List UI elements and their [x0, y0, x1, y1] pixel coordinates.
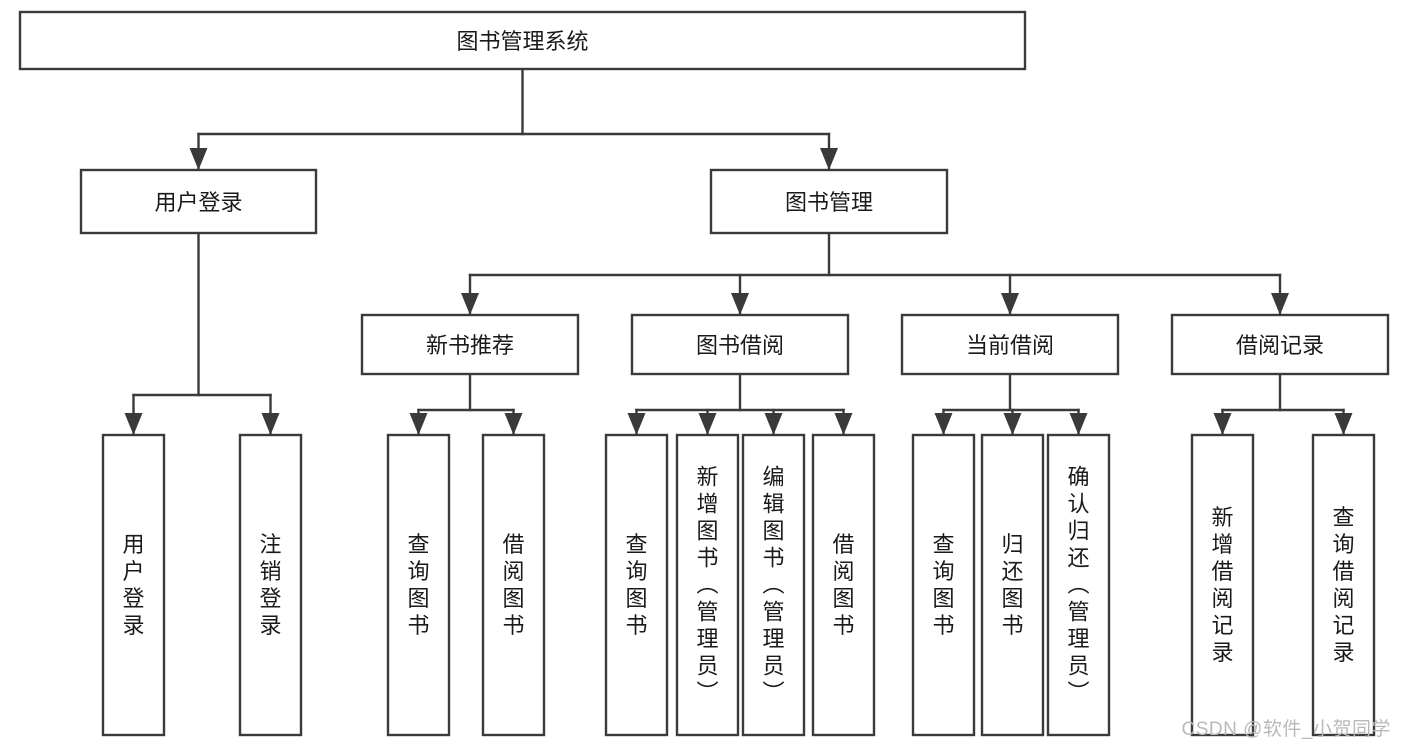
- node-box-borrow-book-borrow: [811, 433, 876, 737]
- node-box-add-borrow-record: [1190, 433, 1255, 737]
- node-box-user-logout-leaf: [238, 433, 303, 737]
- arrow-head-icon: [1213, 413, 1232, 435]
- node-query-book-borrow[interactable]: 查询图书: [604, 433, 669, 737]
- node-box-borrow-book-rec: [481, 433, 546, 737]
- arrow-head-icon: [461, 293, 479, 315]
- arrow-head-icon: [934, 413, 953, 435]
- arrow-head-icon: [1003, 413, 1022, 435]
- node-label-return-book: 归还图书: [1001, 532, 1023, 638]
- arrow-head-icon: [627, 413, 646, 435]
- node-box-new-book-recommend: [360, 313, 580, 376]
- node-borrow-book-rec[interactable]: 借阅图书: [481, 433, 546, 737]
- arrow-head-icon: [1069, 413, 1088, 435]
- node-label-borrow-book-borrow: 借阅图书: [832, 532, 854, 638]
- arrow-head-icon: [1271, 293, 1289, 315]
- node-box-query-borrow-record: [1311, 433, 1376, 737]
- node-label-query-book-rec: 查询图书: [407, 532, 429, 638]
- arrow-head-icon: [764, 413, 783, 435]
- arrow-head-icon: [504, 413, 523, 435]
- node-root[interactable]: 图书管理系统: [18, 10, 1027, 71]
- node-box-query-book-borrow: [604, 433, 669, 737]
- node-box-add-book-admin: [675, 433, 740, 737]
- arrow-head-icon: [1334, 413, 1353, 435]
- node-confirm-return-admin[interactable]: 确认归还（管理员）: [1046, 433, 1111, 737]
- node-box-user-login: [79, 168, 318, 235]
- node-box-book-management: [709, 168, 949, 235]
- node-box-user-login-leaf: [101, 433, 166, 737]
- node-query-book-rec[interactable]: 查询图书: [386, 433, 451, 737]
- node-label-new-book-recommend: 新书推荐: [426, 333, 514, 358]
- node-box-root: [18, 10, 1027, 71]
- watermark-text: CSDN @软件_小贺同学: [1181, 719, 1391, 740]
- node-label-add-book-admin: 新增图书（管理员）: [696, 465, 718, 706]
- node-book-borrow[interactable]: 图书借阅: [630, 313, 850, 376]
- arrow-head-icon: [731, 293, 749, 315]
- connector-layer: [124, 67, 1353, 435]
- node-label-query-borrow-record: 查询借阅记录: [1332, 505, 1354, 665]
- node-current-borrow[interactable]: 当前借阅: [900, 313, 1120, 376]
- node-label-query-book-current: 查询图书: [932, 532, 954, 638]
- node-query-book-current[interactable]: 查询图书: [911, 433, 976, 737]
- node-borrow-book-borrow[interactable]: 借阅图书: [811, 433, 876, 737]
- node-layer: 图书管理系统用户登录用户登录注销登录图书管理新书推荐查询图书借阅图书图书借阅查询…: [18, 10, 1390, 737]
- arrow-head-icon: [409, 413, 428, 435]
- node-label-borrow-book-rec: 借阅图书: [502, 532, 524, 638]
- arrow-head-icon: [261, 413, 280, 435]
- node-label-confirm-return-admin: 确认归还（管理员）: [1067, 465, 1089, 706]
- node-box-borrow-record: [1170, 313, 1390, 376]
- node-label-book-borrow: 图书借阅: [696, 333, 784, 358]
- node-edit-book-admin[interactable]: 编辑图书（管理员）: [741, 433, 806, 737]
- node-box-confirm-return-admin: [1046, 433, 1111, 737]
- arrow-head-icon: [189, 148, 208, 170]
- arrow-head-icon: [1001, 293, 1019, 315]
- node-label-user-login-leaf: 用户登录: [122, 532, 144, 638]
- arrow-head-icon: [698, 413, 717, 435]
- arrow-head-icon: [820, 148, 838, 170]
- node-box-query-book-current: [911, 433, 976, 737]
- node-add-book-admin[interactable]: 新增图书（管理员）: [675, 433, 740, 737]
- node-borrow-record[interactable]: 借阅记录: [1170, 313, 1390, 376]
- arrow-head-icon: [834, 413, 853, 435]
- node-user-login-leaf[interactable]: 用户登录: [101, 433, 166, 737]
- node-box-current-borrow: [900, 313, 1120, 376]
- node-label-book-management: 图书管理: [785, 190, 873, 215]
- node-user-login[interactable]: 用户登录: [79, 168, 318, 235]
- node-box-return-book: [980, 433, 1045, 737]
- node-box-query-book-rec: [386, 433, 451, 737]
- node-box-edit-book-admin: [741, 433, 806, 737]
- node-label-root: 图书管理系统: [456, 29, 588, 54]
- node-label-edit-book-admin: 编辑图书（管理员）: [762, 465, 784, 706]
- node-user-logout-leaf[interactable]: 注销登录: [238, 433, 303, 737]
- node-label-add-borrow-record: 新增借阅记录: [1211, 505, 1233, 665]
- node-label-user-login: 用户登录: [154, 190, 242, 215]
- node-label-current-borrow: 当前借阅: [966, 333, 1054, 358]
- node-book-management[interactable]: 图书管理: [709, 168, 949, 235]
- arrow-head-icon: [124, 413, 143, 435]
- node-label-user-logout-leaf: 注销登录: [259, 532, 281, 638]
- node-add-borrow-record[interactable]: 新增借阅记录: [1190, 433, 1255, 737]
- node-box-book-borrow: [630, 313, 850, 376]
- node-query-borrow-record[interactable]: 查询借阅记录: [1311, 433, 1376, 737]
- node-return-book[interactable]: 归还图书: [980, 433, 1045, 737]
- node-new-book-recommend[interactable]: 新书推荐: [360, 313, 580, 376]
- node-label-borrow-record: 借阅记录: [1236, 333, 1324, 358]
- node-label-query-book-borrow: 查询图书: [625, 532, 647, 638]
